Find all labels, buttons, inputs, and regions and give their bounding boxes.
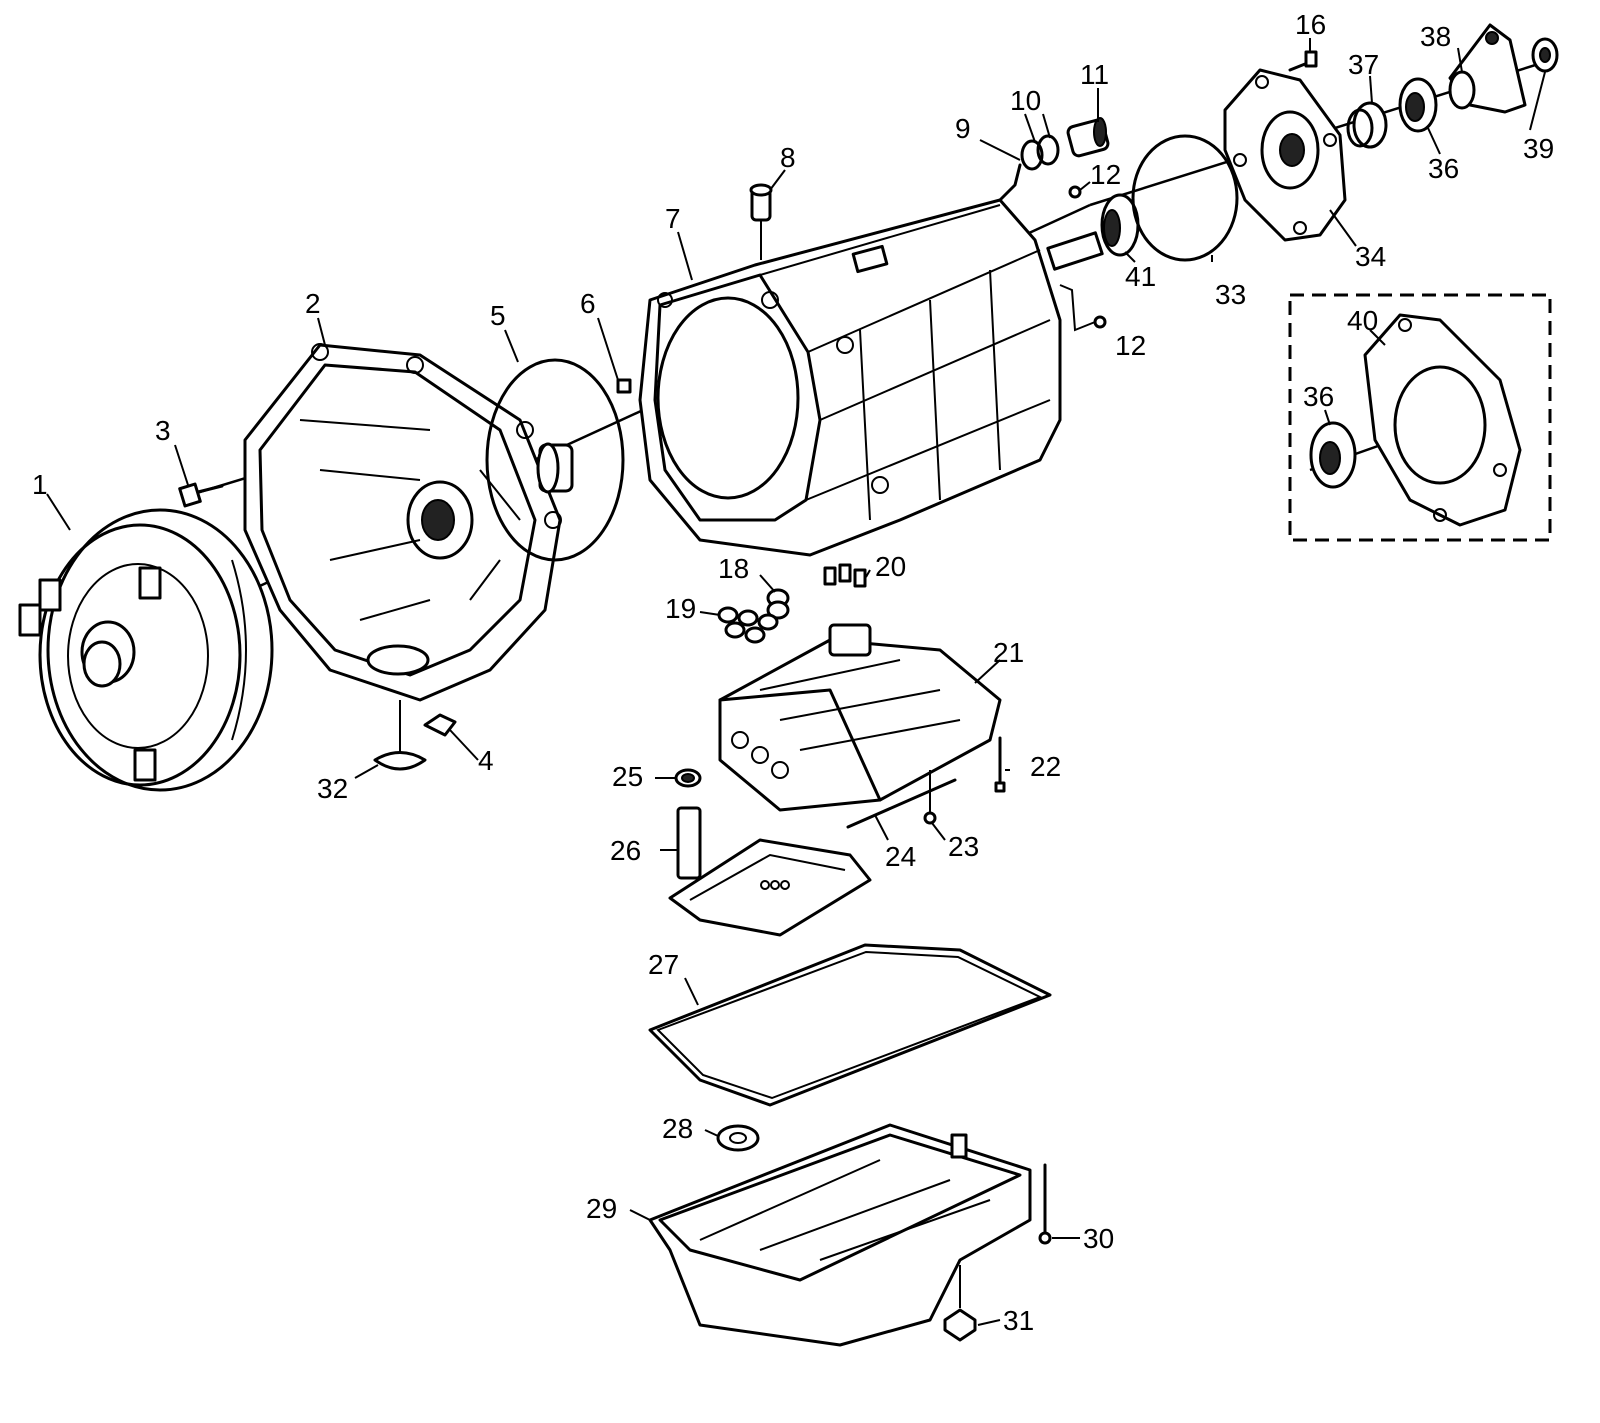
callout-39: 39 xyxy=(1523,133,1554,164)
sleeve-11 xyxy=(1066,117,1110,158)
extension-housing-34 xyxy=(1223,68,1347,242)
housing-40 xyxy=(1363,313,1522,527)
callout-27: 27 xyxy=(648,949,679,980)
callout-40: 40 xyxy=(1347,305,1378,336)
bolt-12b xyxy=(1093,315,1107,329)
callout-36-inset: 36 xyxy=(1303,381,1334,412)
callout-22: 22 xyxy=(1030,751,1061,782)
callout-4: 4 xyxy=(478,745,494,776)
clip-4 xyxy=(423,713,457,737)
leader-lines xyxy=(46,38,1546,1326)
callout-12-upper: 12 xyxy=(1090,159,1121,190)
alternate-parts-inset xyxy=(1288,293,1552,542)
callout-1: 1 xyxy=(32,469,48,500)
callout-24: 24 xyxy=(885,841,916,872)
output-shaft xyxy=(1046,231,1104,271)
callout-5: 5 xyxy=(490,300,506,331)
callout-12-lower: 12 xyxy=(1115,330,1146,361)
seal-36-inset xyxy=(1309,421,1357,489)
callout-21: 21 xyxy=(993,637,1024,668)
bolt-23 xyxy=(923,770,937,825)
transmission-case xyxy=(638,198,1062,557)
callout-37: 37 xyxy=(1348,49,1379,80)
callout-36-upper: 36 xyxy=(1428,153,1459,184)
pan-gasket-27 xyxy=(648,943,1052,1107)
seals-10 xyxy=(1020,134,1060,171)
callout-26: 26 xyxy=(610,835,641,866)
callout-labels: 1 2 3 4 5 6 7 8 9 10 11 12 12 16 18 19 2… xyxy=(32,9,1554,1336)
gasket-33 xyxy=(1131,134,1239,262)
input-shaft xyxy=(536,442,574,494)
valve-body-21 xyxy=(718,623,1002,812)
rod-24 xyxy=(846,778,957,829)
leader-12b xyxy=(1059,284,1096,332)
callout-33: 33 xyxy=(1215,279,1246,310)
bolt-16 xyxy=(1288,50,1318,72)
callout-7: 7 xyxy=(665,203,681,234)
callout-34: 34 xyxy=(1355,241,1386,272)
bolt-12a xyxy=(1068,185,1082,199)
housing-bolt xyxy=(178,482,224,508)
converter-housing xyxy=(243,343,562,702)
bolt-30 xyxy=(1038,1163,1052,1245)
seal-36-upper xyxy=(1398,77,1438,133)
vent-plug-8 xyxy=(749,183,773,260)
callout-2: 2 xyxy=(305,288,321,319)
callout-6: 6 xyxy=(580,288,596,319)
oil-pan-29 xyxy=(648,1123,1032,1347)
dowel-pin-6 xyxy=(616,378,632,394)
cap-39 xyxy=(1531,37,1559,73)
torque-converter xyxy=(18,508,274,792)
callout-8: 8 xyxy=(780,142,796,173)
seals-19 xyxy=(717,606,779,644)
callout-29: 29 xyxy=(586,1193,617,1224)
callout-3: 3 xyxy=(155,415,171,446)
callout-38: 38 xyxy=(1420,21,1451,52)
callout-30: 30 xyxy=(1083,1223,1114,1254)
filter-26 xyxy=(668,806,872,937)
callout-19: 19 xyxy=(665,593,696,624)
drain-plug-31 xyxy=(943,1265,977,1342)
snap-ring-9 xyxy=(998,163,1022,202)
bushing-37 xyxy=(1346,101,1388,149)
seals-18 xyxy=(766,588,790,620)
callout-25: 25 xyxy=(612,761,643,792)
plug-32 xyxy=(373,700,427,771)
callout-10: 10 xyxy=(1010,85,1041,116)
seal-25 xyxy=(674,768,702,788)
callout-20: 20 xyxy=(875,551,906,582)
washer-28 xyxy=(716,1124,760,1152)
callout-41: 41 xyxy=(1125,261,1156,292)
shims-20 xyxy=(823,563,867,588)
callout-23: 23 xyxy=(948,831,979,862)
callout-18: 18 xyxy=(718,553,749,584)
callout-31: 31 xyxy=(1003,1305,1034,1336)
pan-gasket-inner xyxy=(656,950,1043,1100)
bolt-22 xyxy=(994,736,1006,793)
bracket-38 xyxy=(1448,23,1527,114)
callout-16: 16 xyxy=(1295,9,1326,40)
seal-ring-5 xyxy=(485,358,625,562)
callout-28: 28 xyxy=(662,1113,693,1144)
callout-9: 9 xyxy=(955,113,971,144)
callout-11: 11 xyxy=(1080,59,1109,90)
callout-32: 32 xyxy=(317,773,348,804)
